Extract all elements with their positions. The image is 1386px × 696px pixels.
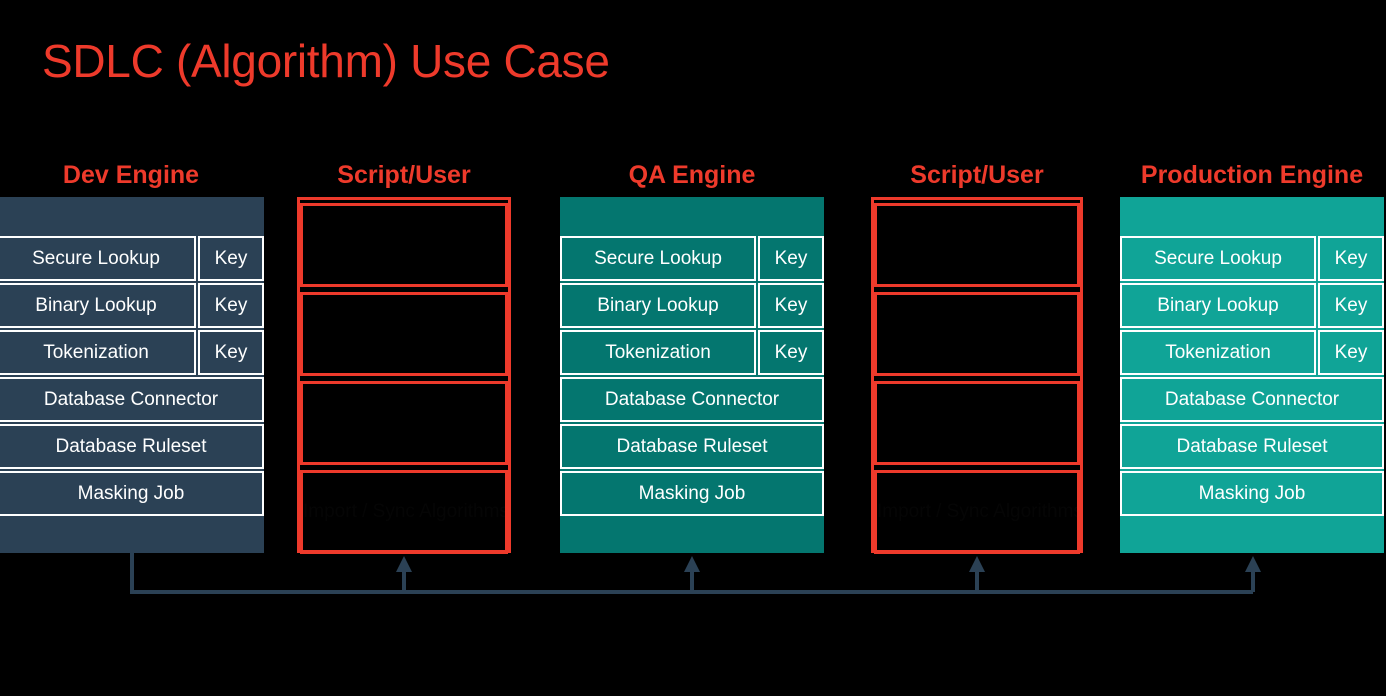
connector-bus-line [130, 553, 1253, 594]
script-slot[interactable] [300, 381, 508, 465]
algorithm-cell[interactable]: Database Ruleset [560, 424, 824, 469]
algorithm-cell[interactable]: Masking Job [0, 471, 264, 516]
arrow-head-qa [684, 556, 700, 572]
table-row[interactable]: Database Connector [560, 377, 824, 422]
algorithm-cell[interactable]: Database Ruleset [1120, 424, 1384, 469]
algorithm-cell[interactable]: Secure Lookup [0, 236, 196, 281]
algorithm-cell[interactable]: Binary Lookup [0, 283, 196, 328]
algorithm-cell[interactable]: Secure Lookup [1120, 236, 1316, 281]
table-row[interactable]: Masking Job [0, 471, 264, 516]
table-row[interactable]: Database Ruleset [0, 424, 264, 469]
script-slot[interactable] [874, 381, 1080, 465]
table-row[interactable]: Database Ruleset [560, 424, 824, 469]
algorithm-cell[interactable]: Binary Lookup [560, 283, 756, 328]
algorithm-cell[interactable]: Tokenization [0, 330, 196, 375]
table-row[interactable]: Database Connector [0, 377, 264, 422]
table-row[interactable]: Masking Job [560, 471, 824, 516]
key-cell[interactable]: Key [198, 330, 264, 375]
script-slot[interactable] [300, 292, 508, 376]
algorithm-cell[interactable]: Tokenization [1120, 330, 1316, 375]
script-slot[interactable]: Import / Sync Algorithms [874, 470, 1080, 554]
algorithm-cell[interactable]: Database Connector [560, 377, 824, 422]
script-slot[interactable]: Import / Sync Algorithms [300, 470, 508, 554]
column-header-script-user-1: Script/User [337, 161, 471, 189]
key-cell[interactable]: Key [198, 283, 264, 328]
table-row[interactable]: Masking Job [1120, 471, 1384, 516]
script-slot-label: Import / Sync Algorithms [877, 501, 1080, 522]
key-cell[interactable]: Key [758, 283, 824, 328]
script-slot[interactable] [300, 203, 508, 287]
arrow-head-production [1245, 556, 1261, 572]
script-slot-label: Import / Sync Algorithms [303, 501, 508, 522]
key-cell[interactable]: Key [1318, 330, 1384, 375]
table-row[interactable]: Database Ruleset [1120, 424, 1384, 469]
algorithm-cell[interactable]: Binary Lookup [1120, 283, 1316, 328]
column-header-dev-engine: Dev Engine [62, 161, 200, 189]
key-cell[interactable]: Key [198, 236, 264, 281]
algorithm-cell[interactable]: Secure Lookup [560, 236, 756, 281]
algorithm-cell[interactable]: Tokenization [560, 330, 756, 375]
column-header-production-engine: Production Engine [1140, 161, 1364, 189]
key-cell[interactable]: Key [758, 330, 824, 375]
script-slot[interactable] [874, 203, 1080, 287]
algorithm-cell[interactable]: Database Connector [0, 377, 264, 422]
script-slot[interactable] [874, 292, 1080, 376]
algorithm-cell[interactable]: Database Connector [1120, 377, 1384, 422]
algorithm-cell[interactable]: Masking Job [560, 471, 824, 516]
page-title: SDLC (Algorithm) Use Case [42, 35, 610, 87]
column-header-script-user-2: Script/User [910, 161, 1044, 189]
arrow-head-script-1 [396, 556, 412, 572]
column-header-qa-engine: QA Engine [628, 161, 756, 189]
key-cell[interactable]: Key [1318, 236, 1384, 281]
key-cell[interactable]: Key [1318, 283, 1384, 328]
algorithm-cell[interactable]: Database Ruleset [0, 424, 264, 469]
arrow-head-script-2 [969, 556, 985, 572]
algorithm-cell[interactable]: Masking Job [1120, 471, 1384, 516]
table-row[interactable]: Database Connector [1120, 377, 1384, 422]
key-cell[interactable]: Key [758, 236, 824, 281]
